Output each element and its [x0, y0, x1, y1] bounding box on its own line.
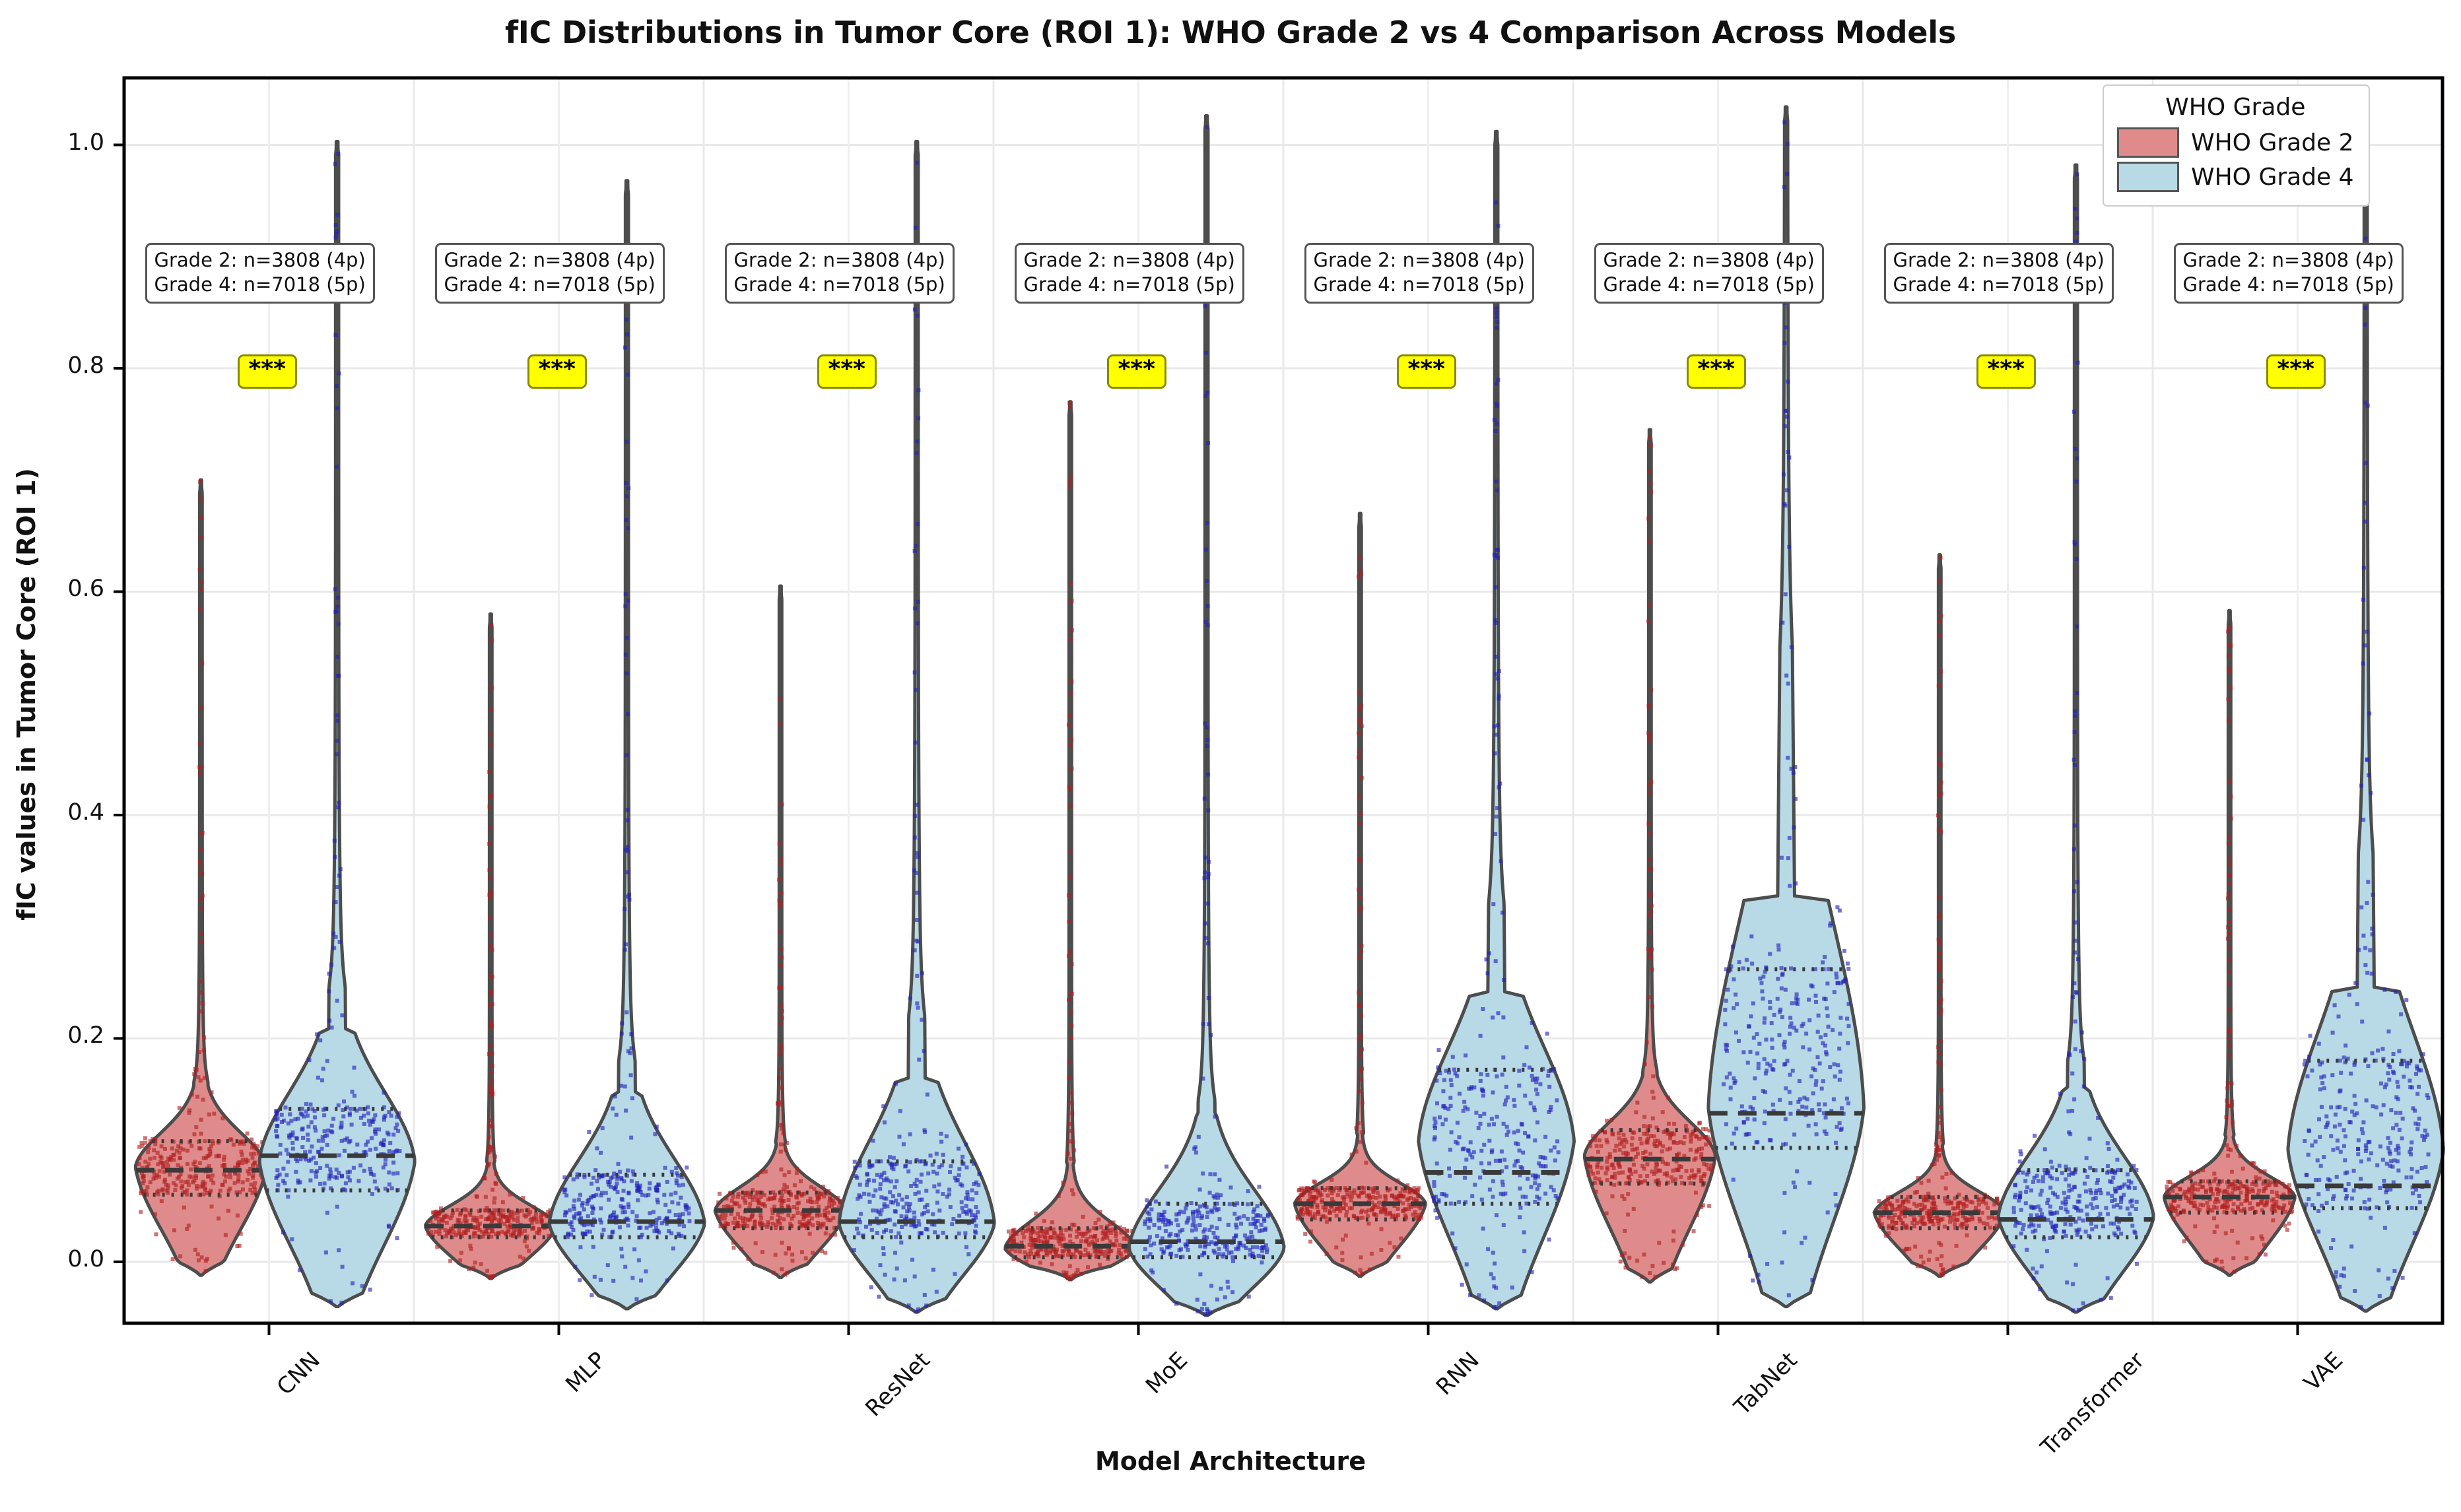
annotation-box-vae: Grade 2: n=3808 (4p)Grade 4: n=7018 (5p)	[2173, 243, 2404, 304]
significance-marker-transformer: ***	[1976, 354, 2036, 389]
y-tick-label: 0.6	[67, 575, 104, 603]
y-tick-label: 0.0	[67, 1245, 104, 1272]
legend-label: WHO Grade 4	[2191, 163, 2354, 191]
legend-title: WHO Grade	[2165, 94, 2306, 121]
annotation-box-cnn: Grade 2: n=3808 (4p)Grade 4: n=7018 (5p)	[145, 243, 375, 304]
annotation-line-grade4: Grade 4: n=7018 (5p)	[1603, 273, 1815, 296]
violin-RNN-grade4	[1417, 129, 1576, 1311]
annotation-line-grade2: Grade 2: n=3808 (4p)	[444, 249, 656, 271]
legend-entry-grade-2[interactable]: WHO Grade 2	[2117, 127, 2354, 158]
violin-TabNet-grade4	[1706, 105, 1866, 1309]
violin-MLP-grade4	[547, 179, 706, 1311]
y-axis-label: fIC values in Tumor Core (ROI 1)	[12, 468, 41, 921]
annotation-line-grade2: Grade 2: n=3808 (4p)	[1893, 249, 2105, 271]
annotation-box-mlp: Grade 2: n=3808 (4p)Grade 4: n=7018 (5p)	[434, 243, 665, 304]
page-title: fIC Distributions in Tumor Core (ROI 1):…	[504, 15, 1957, 50]
annotation-line-grade2: Grade 2: n=3808 (4p)	[1313, 249, 1525, 271]
significance-marker-vae: ***	[2266, 354, 2326, 389]
violin-bodies	[133, 105, 2445, 1317]
legend-swatch	[2117, 162, 2179, 192]
violin-Transformer-grade2	[1872, 553, 2007, 1278]
annotation-line-grade4: Grade 4: n=7018 (5p)	[1313, 273, 1525, 296]
legend-swatch	[2117, 127, 2179, 158]
legend-entry-grade-4[interactable]: WHO Grade 4	[2117, 162, 2354, 192]
violin-MoE-grade4	[1127, 114, 1286, 1317]
annotation-line-grade4: Grade 4: n=7018 (5p)	[733, 273, 945, 296]
axis-frame	[114, 76, 2444, 1335]
legend-label: WHO Grade 2	[2191, 129, 2354, 156]
significance-marker-cnn: ***	[237, 354, 297, 389]
significance-marker-moe: ***	[1106, 354, 1166, 389]
violin-ResNet-grade2	[713, 584, 848, 1280]
violin-Transformer-grade4	[1996, 163, 2155, 1314]
violin-MoE-grade2	[1003, 400, 1137, 1282]
violin-RNN-grade2	[1293, 511, 1427, 1278]
significance-marker-resnet: ***	[817, 354, 877, 389]
violin-TabNet-grade2	[1582, 428, 1717, 1284]
annotation-box-tabnet: Grade 2: n=3808 (4p)Grade 4: n=7018 (5p)	[1594, 243, 1824, 304]
y-tick-label: 0.2	[67, 1022, 104, 1049]
annotation-line-grade4: Grade 4: n=7018 (5p)	[154, 273, 366, 296]
significance-marker-rnn: ***	[1396, 354, 1456, 389]
annotation-line-grade2: Grade 2: n=3808 (4p)	[154, 249, 366, 271]
annotation-line-grade4: Grade 4: n=7018 (5p)	[1023, 273, 1235, 296]
violin-CNN-grade4	[257, 139, 417, 1309]
violin-VAE-grade2	[2163, 608, 2297, 1277]
annotation-line-grade4: Grade 4: n=7018 (5p)	[444, 273, 656, 296]
annotation-line-grade4: Grade 4: n=7018 (5p)	[2182, 273, 2394, 296]
annotation-line-grade2: Grade 2: n=3808 (4p)	[2182, 249, 2394, 271]
annotation-line-grade2: Grade 2: n=3808 (4p)	[733, 249, 945, 271]
annotation-line-grade2: Grade 2: n=3808 (4p)	[1023, 249, 1235, 271]
violin-MLP-grade2	[424, 612, 558, 1280]
annotation-box-moe: Grade 2: n=3808 (4p)Grade 4: n=7018 (5p)	[1014, 243, 1244, 304]
y-tick-label: 0.4	[67, 799, 104, 826]
legend: WHO Grade WHO Grade 2 WHO Grade 4	[2103, 84, 2370, 207]
annotation-line-grade2: Grade 2: n=3808 (4p)	[1603, 249, 1815, 271]
annotation-box-resnet: Grade 2: n=3808 (4p)Grade 4: n=7018 (5p)	[724, 243, 955, 304]
y-tick-label: 0.8	[67, 352, 104, 379]
x-axis-label: Model Architecture	[1095, 1447, 1366, 1476]
significance-marker-mlp: ***	[527, 354, 587, 389]
y-tick-label: 1.0	[67, 129, 104, 156]
annotation-line-grade4: Grade 4: n=7018 (5p)	[1893, 273, 2105, 296]
significance-marker-tabnet: ***	[1686, 354, 1746, 389]
violin-CNN-grade2	[133, 478, 268, 1277]
violin-ResNet-grade4	[837, 139, 996, 1314]
annotation-box-rnn: Grade 2: n=3808 (4p)Grade 4: n=7018 (5p)	[1304, 243, 1534, 304]
annotation-box-transformer: Grade 2: n=3808 (4p)Grade 4: n=7018 (5p)	[1883, 243, 2114, 304]
